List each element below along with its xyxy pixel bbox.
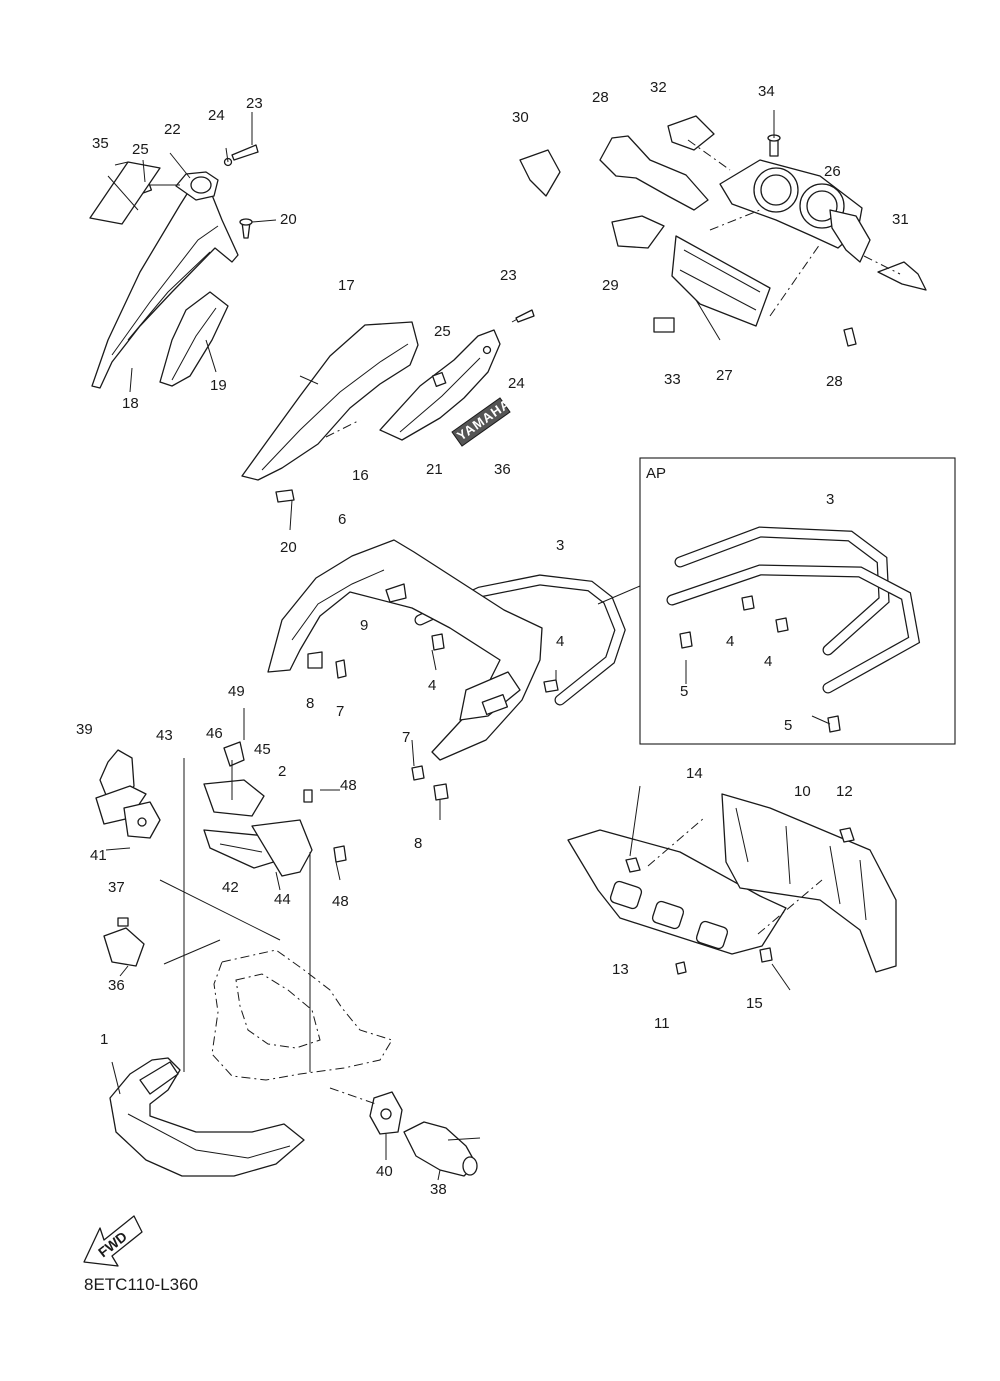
callout-18: 18	[122, 395, 139, 412]
callout-40: 39	[76, 721, 93, 738]
callout-22: 22	[164, 121, 181, 138]
callout-8b: 8	[414, 835, 422, 852]
callout-42: 41	[90, 847, 107, 864]
callout-5b: 5	[784, 717, 792, 734]
callout-2: 2	[278, 763, 286, 780]
callout-16: 16	[352, 467, 369, 484]
callout-15: 15	[746, 995, 763, 1012]
callout-23: 23	[246, 95, 263, 112]
callout-13: 13	[612, 961, 629, 978]
callout-25b: 25	[434, 323, 451, 340]
callout-37: 36	[108, 977, 125, 994]
callout-6: 6	[338, 511, 346, 528]
callout-7a: 7	[336, 703, 344, 720]
callout-21: 21	[426, 461, 443, 478]
callout-24: 24	[208, 107, 225, 124]
part-yamaha-decal: YAMAHA	[451, 396, 513, 447]
callout-14: 14	[686, 765, 703, 782]
callout-23b: 23	[500, 267, 517, 284]
callout-48b: 48	[332, 893, 349, 910]
part-frame-assembly	[95, 708, 393, 1081]
part-meter-housing	[519, 110, 927, 347]
callout-5a: 5	[680, 683, 688, 700]
callout-36b: 36	[494, 461, 511, 478]
callout-34: 33	[664, 371, 681, 388]
callout-7b: 7	[402, 729, 410, 746]
callout-30: 29	[602, 277, 619, 294]
callout-8a: 8	[306, 695, 314, 712]
callout-4d: 4	[764, 653, 772, 670]
callout-32: 31	[892, 211, 909, 228]
callout-35: 34	[758, 83, 775, 100]
callout-4b: 4	[428, 677, 436, 694]
callout-1: 1	[100, 1031, 108, 1048]
callout-17: 17	[338, 277, 355, 294]
callout-3-inset: 3	[826, 491, 834, 508]
callout-19: 19	[210, 377, 227, 394]
callout-38: 37	[108, 879, 125, 896]
callout-25: 25	[132, 141, 149, 158]
inset-ap	[639, 457, 956, 745]
callout-24b: 24	[508, 375, 525, 392]
svg-text:YAMAHA: YAMAHA	[454, 396, 513, 444]
part-side-cowl: YAMAHA	[241, 309, 535, 531]
fwd-arrow-icon: FWD	[83, 1215, 143, 1267]
callout-46: 45	[254, 741, 271, 758]
callout-27: 27	[716, 367, 733, 384]
callout-49: 49	[228, 683, 245, 700]
callout-4a: 4	[556, 633, 564, 650]
callout-20b: 20	[280, 539, 297, 556]
callout-48a: 48	[340, 777, 357, 794]
callout-20: 20	[280, 211, 297, 228]
callout-3: 3	[556, 537, 564, 554]
diagram-code: 8ETC110-L360	[84, 1275, 198, 1294]
callout-labels: 35 25 22 24 23 20 18 19 17 25 23 24 16 2…	[76, 79, 909, 1198]
part-front-cowl-frame	[267, 539, 641, 820]
callout-47: 46	[206, 725, 223, 742]
callout-43: 42	[222, 879, 239, 896]
callout-33: 32	[650, 79, 667, 96]
callout-26: 26	[824, 163, 841, 180]
callout-44: 43	[156, 727, 173, 744]
callout-41: 40	[376, 1163, 393, 1180]
callout-29: 28	[592, 89, 609, 106]
callout-45: 44	[274, 891, 291, 908]
callout-28: 28	[826, 373, 843, 390]
part-under-seat-panel	[567, 785, 897, 991]
part-grab-bar	[414, 574, 626, 706]
inset-label: AP	[646, 465, 666, 482]
part-rear-cowl-left	[89, 112, 277, 393]
callout-4c: 4	[726, 633, 734, 650]
callout-39: 38	[430, 1181, 447, 1198]
callout-11: 11	[654, 1015, 670, 1032]
part-front-cowl-lower	[109, 1057, 481, 1181]
callout-36: 35	[92, 135, 109, 152]
callout-31: 30	[512, 109, 529, 126]
callout-10: 10	[794, 783, 811, 800]
callout-9: 9	[360, 617, 368, 634]
callout-12: 12	[836, 783, 853, 800]
